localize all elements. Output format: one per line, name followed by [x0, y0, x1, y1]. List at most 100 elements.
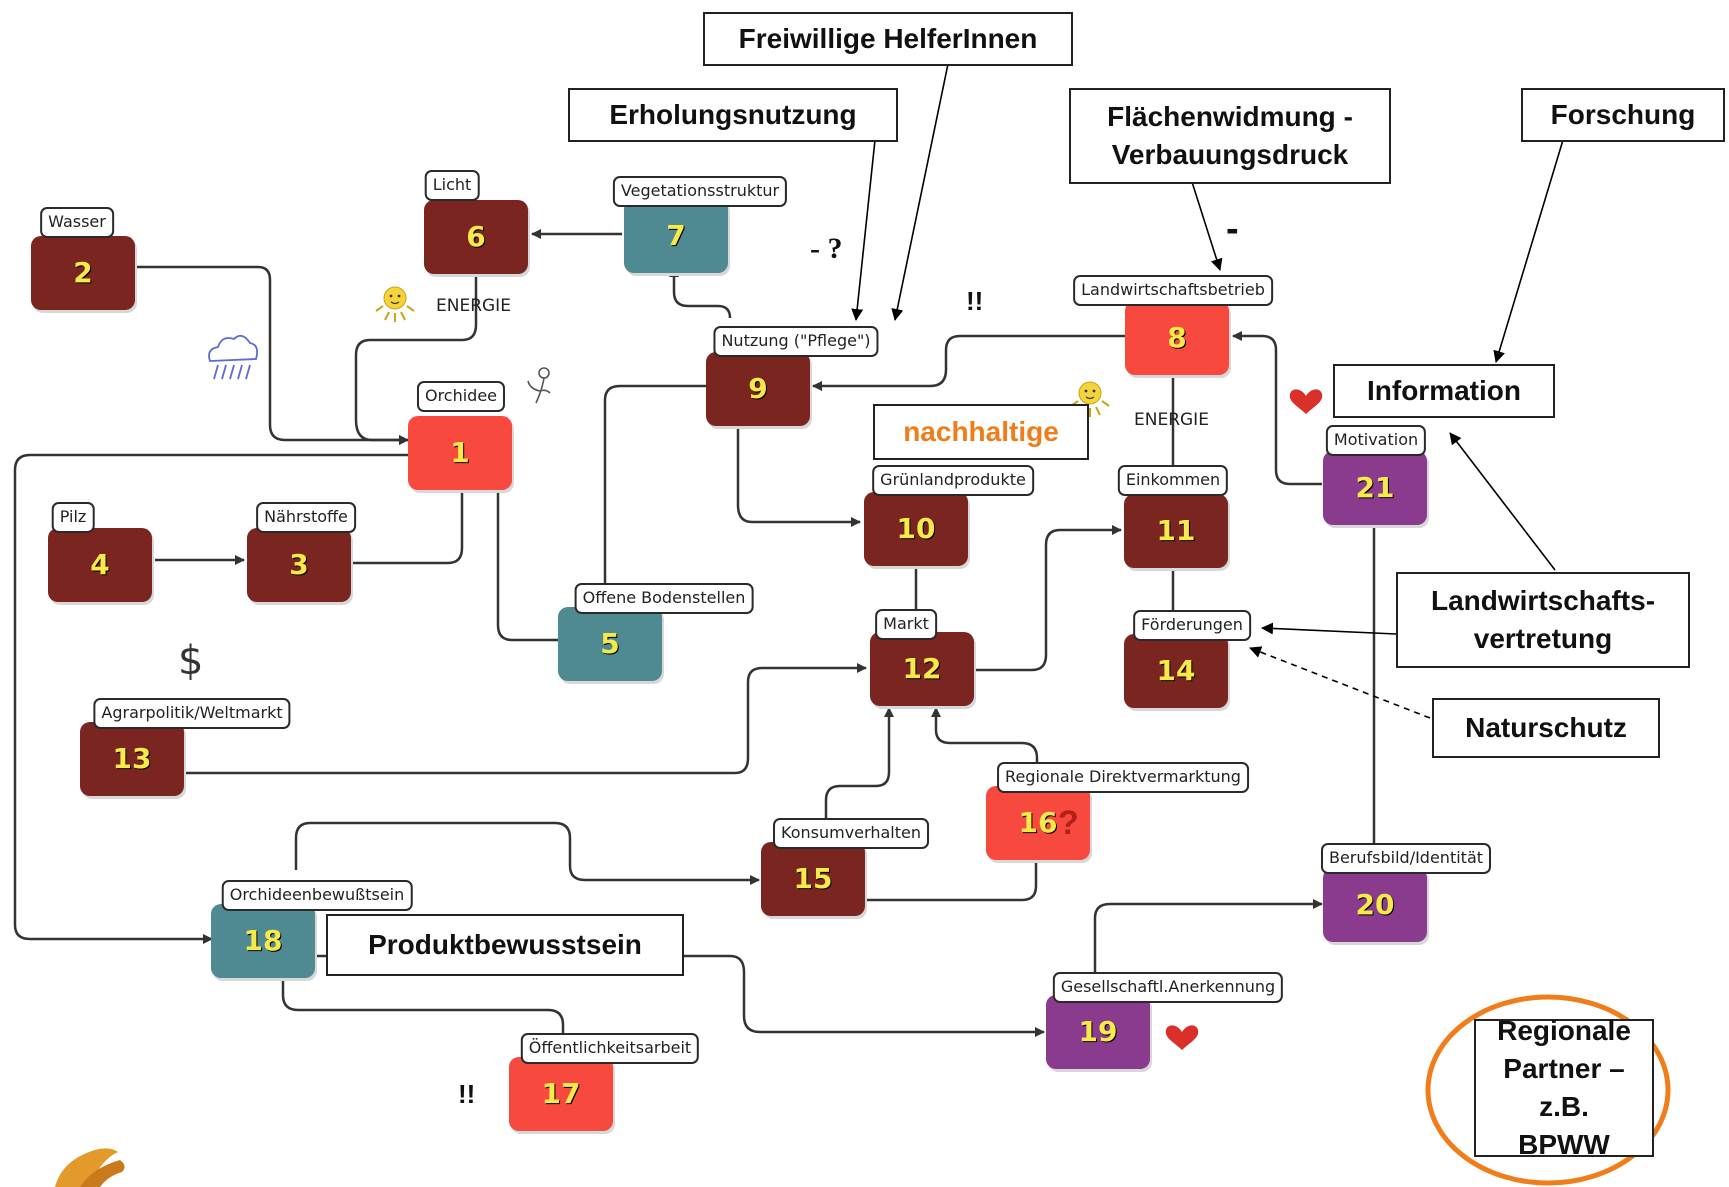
edge-3-to-1 [349, 483, 467, 565]
node-number: 4 [90, 548, 110, 581]
box-forschung: Forschung [1521, 88, 1725, 142]
arrow-lwv-to-21 [1449, 432, 1556, 571]
node-number: 17 [541, 1077, 581, 1110]
rain-cloud-icon [208, 334, 259, 380]
node-label-20: Berufsbild/Identität [1320, 843, 1492, 874]
node-label-9: Nutzung ("Pflege") [713, 326, 879, 357]
node-13: 13 [80, 722, 184, 796]
box-flaechenwidmung: Flächenwidmung - Verbauungsdruck [1069, 88, 1391, 184]
node-label-2: Wasser [40, 207, 114, 238]
heart-icon [1165, 1025, 1199, 1050]
exclamation-mark-top: !! [966, 286, 984, 316]
edge-13-to-12 [182, 663, 867, 775]
logo-fragment [55, 1148, 125, 1187]
node-label-19: Gesellschaftl.Anerkennung [1052, 972, 1284, 1003]
node-number: 10 [896, 512, 936, 545]
node-number: 21 [1355, 471, 1395, 504]
edge-8-to-9 [812, 334, 1125, 391]
node-label-16: Regionale Direktvermarktung [997, 762, 1249, 793]
node-number: 18 [243, 924, 283, 957]
edge-17-to-18 [278, 971, 565, 1045]
box-landwirtschaftsvertretung: Landwirtschafts-vertretung [1396, 572, 1690, 668]
edge-15-to-16 [865, 851, 1041, 902]
node-label-21: Motivation [1325, 425, 1427, 456]
edge-9-to-7 [669, 267, 732, 319]
node-number: 7 [666, 219, 686, 252]
arrow-flaechen-to-8 [1191, 181, 1223, 271]
node-number: 2 [73, 256, 93, 289]
node-number: 16 [1018, 806, 1058, 839]
node-1: 1 [408, 416, 512, 490]
node-label-17: Öffentlichkeitsarbeit [520, 1033, 700, 1064]
heart-icon [1289, 389, 1323, 414]
energie-label-right: ENERGIE [1134, 410, 1209, 430]
node-number: 19 [1078, 1015, 1118, 1048]
node-5: 5 [558, 607, 662, 681]
box-naturschutz: Naturschutz [1432, 698, 1660, 758]
arrow-forschung-to-info [1493, 139, 1564, 363]
node-number: 6 [466, 220, 486, 253]
edge-1-to-18 [13, 453, 408, 944]
node-number: 13 [112, 742, 152, 775]
minus-question-mark: - ? [810, 232, 843, 265]
node-number: 11 [1156, 514, 1196, 547]
dollar-icon: $ [178, 638, 204, 684]
node-14: 14 [1124, 634, 1228, 708]
box-nachhaltige: nachhaltige [873, 404, 1089, 460]
box-erholungsnutzung: Erholungsnutzung [568, 88, 898, 142]
node-number: 3 [289, 548, 309, 581]
node-16: 16 [986, 786, 1090, 860]
exclamation-mark-bottom: !! [458, 1079, 476, 1109]
edge-2-to-1 [125, 265, 409, 445]
node-label-12: Markt [875, 609, 937, 640]
node-label-18: Orchideenbewußtsein [221, 880, 413, 911]
node-label-8: Landwirtschaftsbetrieb [1073, 275, 1273, 306]
node-label-5: Offene Bodenstellen [574, 583, 754, 614]
node-7: 7 [624, 199, 728, 273]
box-freiwillige-helferinnen: Freiwillige HelferInnen [703, 12, 1073, 66]
node-number: 9 [748, 372, 768, 405]
node-number: 20 [1355, 888, 1395, 921]
node-19: 19 [1046, 995, 1150, 1069]
arrow-erholung-to-9 [851, 139, 876, 321]
node-label-14: Förderungen [1133, 610, 1251, 641]
node-label-11: Einkommen [1117, 465, 1229, 496]
node-4: 4 [48, 528, 152, 602]
node-label-4: Pilz [51, 502, 95, 533]
node-label-10: Grünlandprodukte [872, 465, 1034, 496]
edge-16-to-12 [931, 707, 1039, 780]
node-15: 15 [761, 842, 865, 916]
node-2: 2 [31, 236, 135, 310]
box-regionale-partner: Regionale Partner – z.B. BPWW [1474, 1015, 1654, 1160]
node-11: 11 [1124, 494, 1228, 568]
node-label-3: Nährstoffe [256, 502, 356, 533]
node-number: 8 [1167, 321, 1187, 354]
edge-19-to-20 [1093, 899, 1323, 995]
energie-label-left: ENERGIE [436, 296, 511, 316]
arrow-freiwillige-to-9-a [891, 63, 949, 321]
node-20: 20 [1323, 868, 1427, 942]
node-number: 12 [902, 652, 942, 685]
sun-icon [375, 286, 415, 322]
edge-6-to-1 [354, 258, 478, 445]
edge-18-to-19 [316, 954, 1045, 1037]
box-produktbewusstsein: Produktbewusstsein [326, 914, 684, 976]
node-number: 15 [793, 862, 833, 895]
edge-18-to-15 [294, 821, 760, 885]
node-9: 9 [706, 352, 810, 426]
edge-5-to-1 [493, 483, 558, 642]
edge-9-to-10 [736, 418, 861, 527]
edge-15-to-12 [824, 707, 894, 820]
minus-mark: - [1226, 208, 1239, 250]
edge-21-to-8 [1232, 331, 1322, 486]
node-17: 17 [509, 1057, 613, 1131]
node-number: 14 [1156, 654, 1196, 687]
edge-12-to-11 [972, 525, 1122, 672]
node-10: 10 [864, 492, 968, 566]
arrow-lwv-to-14 [1261, 622, 1397, 635]
box-information: Information [1333, 364, 1555, 418]
regional-partner-highlight [1425, 994, 1671, 1186]
node-label-6: Licht [424, 170, 480, 201]
edge-5-to-9 [603, 384, 706, 605]
